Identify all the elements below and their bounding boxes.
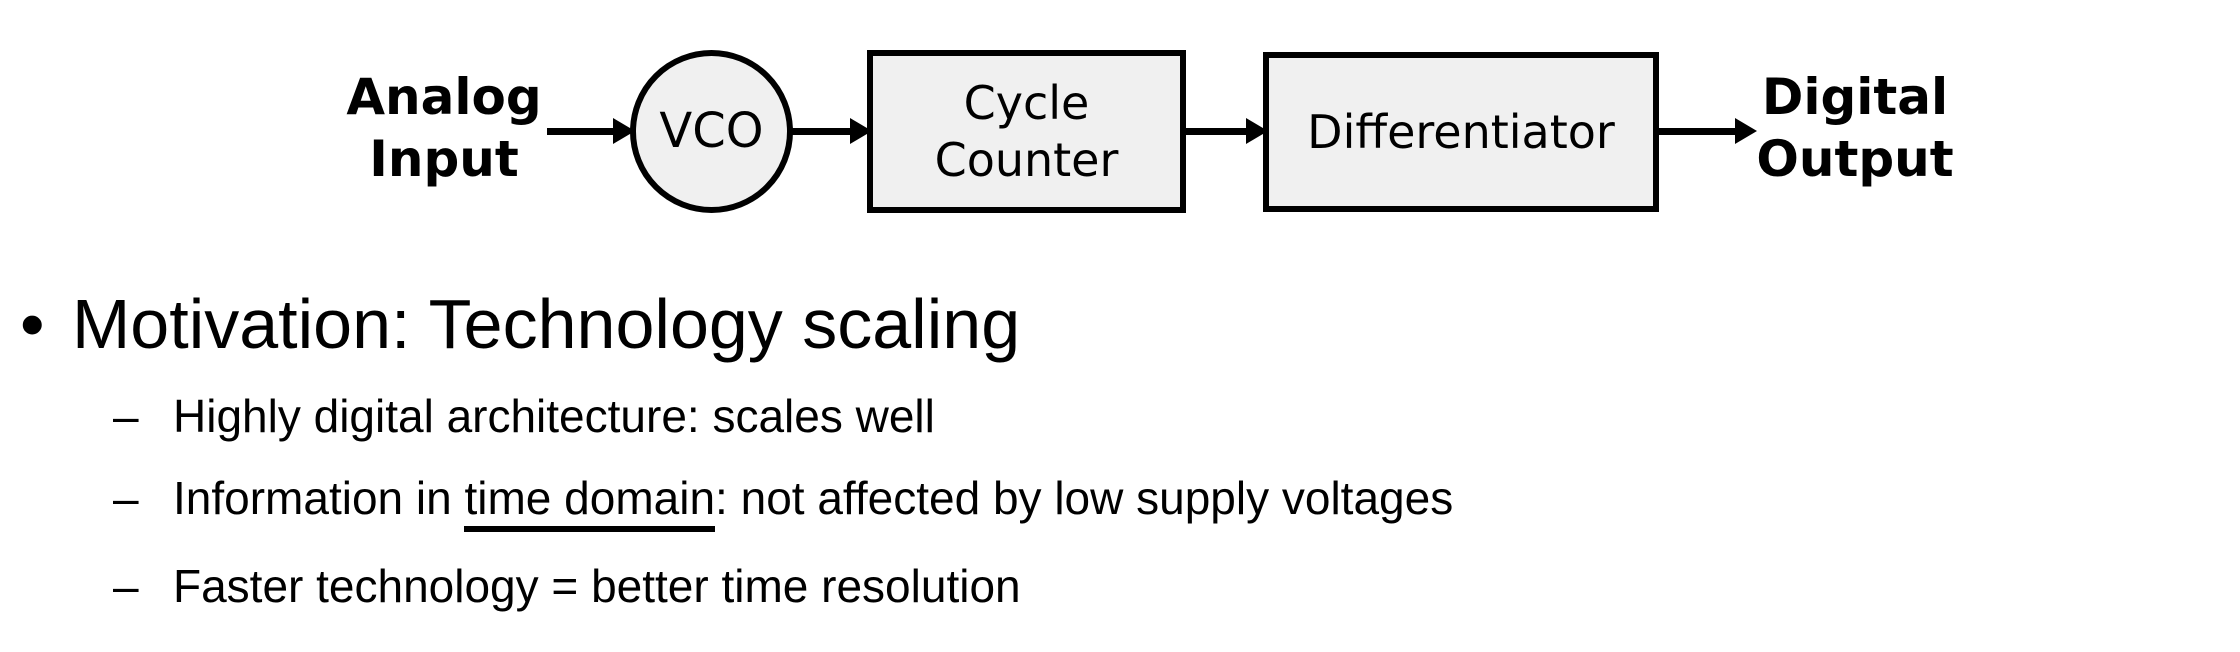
dash-marker-icon: – (113, 472, 139, 524)
time-domain-post: : not affected by low supply voltages (715, 472, 1454, 524)
subbullet-digital-architecture-text: Highly digital architecture: scales well (173, 390, 935, 442)
arrow-head-icon (1246, 118, 1268, 144)
vco-label: VCO (659, 103, 764, 159)
arrow-head-icon (613, 118, 635, 144)
time-domain-pre: Information in (173, 472, 465, 524)
bullet-marker-icon: • (20, 285, 45, 363)
bullet-motivation-text: Motivation: Technology scaling (72, 285, 1021, 363)
arrow-input-to-vco (547, 118, 635, 144)
vco-adc-block-diagram: Analog Input VCO Cycle Counter Different… (0, 0, 2240, 260)
arrow-shaft (790, 128, 854, 135)
arrow-head-icon (1735, 118, 1757, 144)
subbullet-time-domain: – Information in time domain: not affect… (113, 468, 1454, 532)
bullet-motivation: • Motivation: Technology scaling (20, 282, 1020, 366)
arrow-shaft (1655, 128, 1739, 135)
differentiator-block: Differentiator (1263, 52, 1659, 212)
vco-block: VCO (630, 50, 793, 213)
dash-marker-icon: – (113, 560, 139, 612)
arrow-shaft (1183, 128, 1250, 135)
subbullet-faster-technology: – Faster technology = better time resolu… (113, 556, 1021, 616)
time-domain-underlined: time domain (464, 472, 716, 532)
digital-output-label: Digital Output (1742, 66, 1968, 190)
cycle-counter-line2: Counter (934, 132, 1119, 187)
analog-input-label: Analog Input (328, 66, 560, 190)
arrow-vco-to-counter (790, 118, 872, 144)
analog-input-line1: Analog (346, 68, 542, 126)
dash-marker-icon: – (113, 390, 139, 442)
digital-output-line1: Digital (1761, 68, 1949, 126)
subbullet-faster-technology-text: Faster technology = better time resoluti… (173, 560, 1021, 612)
differentiator-label: Differentiator (1307, 104, 1615, 159)
cycle-counter-line1: Cycle (963, 75, 1090, 130)
arrow-shaft (547, 128, 617, 135)
subbullet-time-domain-text: Information in time domain: not affected… (173, 468, 1454, 532)
arrow-head-icon (850, 118, 872, 144)
cycle-counter-block: Cycle Counter (867, 50, 1186, 213)
arrow-counter-to-differentiator (1183, 118, 1268, 144)
subbullet-digital-architecture: – Highly digital architecture: scales we… (113, 386, 935, 446)
analog-input-line2: Input (369, 130, 519, 188)
digital-output-line2: Output (1756, 130, 1954, 188)
arrow-differentiator-to-output (1655, 118, 1757, 144)
